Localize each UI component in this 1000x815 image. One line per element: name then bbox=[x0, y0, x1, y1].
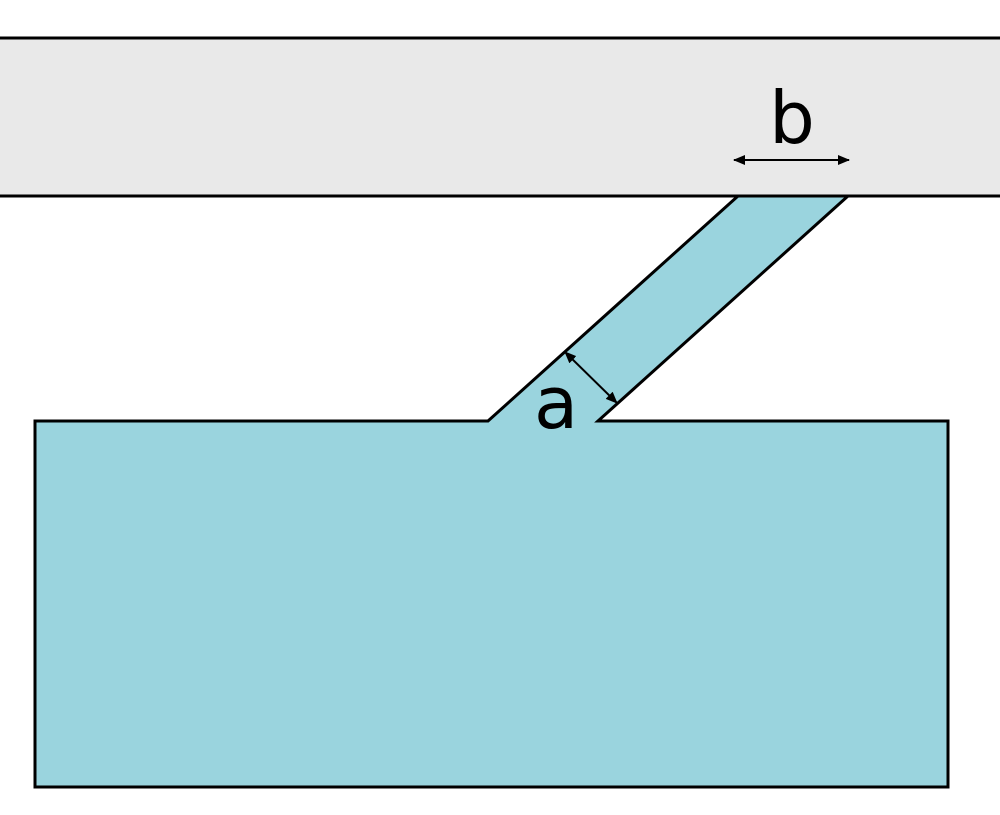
body-with-neck bbox=[33, 194, 950, 789]
label-b: b bbox=[769, 76, 815, 160]
label-a: a bbox=[534, 361, 578, 445]
top-surface-band bbox=[0, 36, 1000, 198]
dimension-arrow-a bbox=[564, 351, 618, 404]
